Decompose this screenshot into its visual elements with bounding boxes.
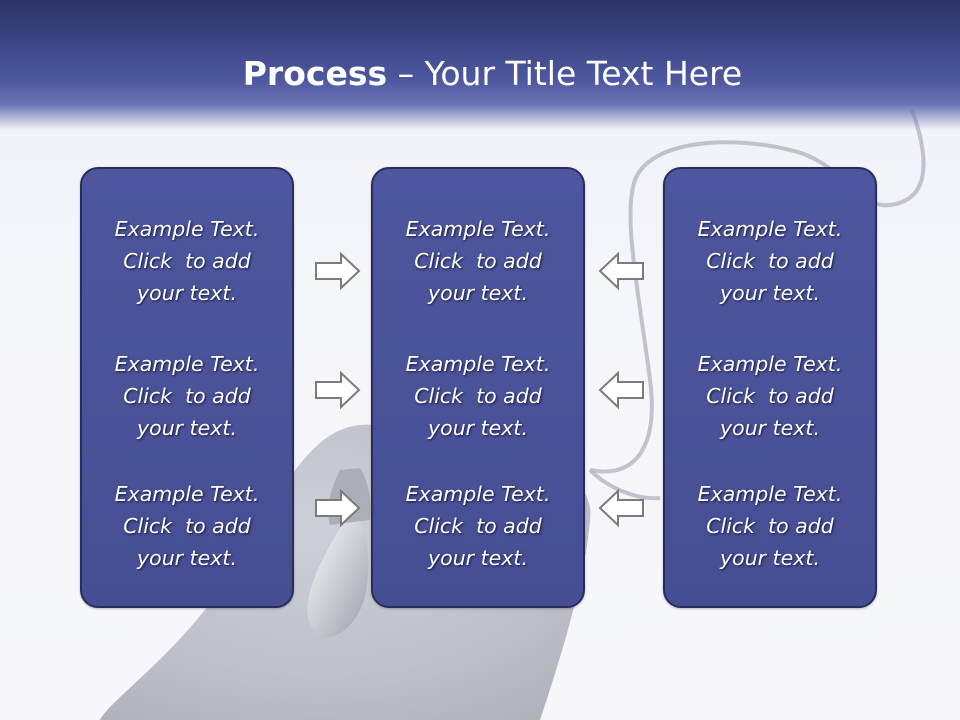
text-block[interactable]: Example Text. Click to add your text. <box>665 213 875 309</box>
text-block[interactable]: Example Text. Click to add your text. <box>82 478 292 574</box>
text-line: Click to add <box>706 384 834 408</box>
text-line: Click to add <box>706 249 834 273</box>
arrow-left-icon <box>597 370 645 410</box>
panel-right[interactable]: Example Text. Click to add your text. Ex… <box>663 167 877 608</box>
arrow-right-icon <box>314 251 362 291</box>
text-line: your text. <box>720 546 820 570</box>
text-line: Example Text. <box>697 352 843 376</box>
text-line: Click to add <box>706 514 834 538</box>
arrow-right-icon <box>314 488 362 528</box>
text-line: Example Text. <box>697 482 843 506</box>
text-line: your text. <box>137 416 237 440</box>
text-line: Example Text. <box>697 217 843 241</box>
text-block[interactable]: Example Text. Click to add your text. <box>82 348 292 444</box>
title-bold: Process <box>242 54 388 93</box>
text-line: Example Text. <box>405 352 551 376</box>
text-line: Example Text. <box>114 352 260 376</box>
arrow-right-icon <box>314 370 362 410</box>
text-line: Example Text. <box>114 482 260 506</box>
text-line: Example Text. <box>114 217 260 241</box>
text-block[interactable]: Example Text. Click to add your text. <box>82 213 292 309</box>
text-line: Click to add <box>414 384 542 408</box>
arrow-left-icon <box>597 251 645 291</box>
header-band <box>0 0 960 130</box>
text-block[interactable]: Example Text. Click to add your text. <box>373 348 583 444</box>
text-line: your text. <box>428 546 528 570</box>
text-line: Example Text. <box>405 482 551 506</box>
text-line: Click to add <box>414 514 542 538</box>
text-line: your text. <box>428 416 528 440</box>
text-line: your text. <box>720 281 820 305</box>
slide-title[interactable]: Process – Your Title Text Here <box>0 52 960 96</box>
text-block[interactable]: Example Text. Click to add your text. <box>373 478 583 574</box>
text-line: your text. <box>137 281 237 305</box>
text-line: Click to add <box>414 249 542 273</box>
text-block[interactable]: Example Text. Click to add your text. <box>373 213 583 309</box>
text-line: Click to add <box>123 249 251 273</box>
text-line: Click to add <box>123 384 251 408</box>
text-line: your text. <box>137 546 237 570</box>
text-block[interactable]: Example Text. Click to add your text. <box>665 348 875 444</box>
title-rest: – Your Title Text Here <box>387 54 743 93</box>
panel-left[interactable]: Example Text. Click to add your text. Ex… <box>80 167 294 608</box>
text-block[interactable]: Example Text. Click to add your text. <box>665 478 875 574</box>
text-line: your text. <box>720 416 820 440</box>
arrow-left-icon <box>597 488 645 528</box>
text-line: your text. <box>428 281 528 305</box>
text-line: Example Text. <box>405 217 551 241</box>
text-line: Click to add <box>123 514 251 538</box>
panel-center[interactable]: Example Text. Click to add your text. Ex… <box>371 167 585 608</box>
